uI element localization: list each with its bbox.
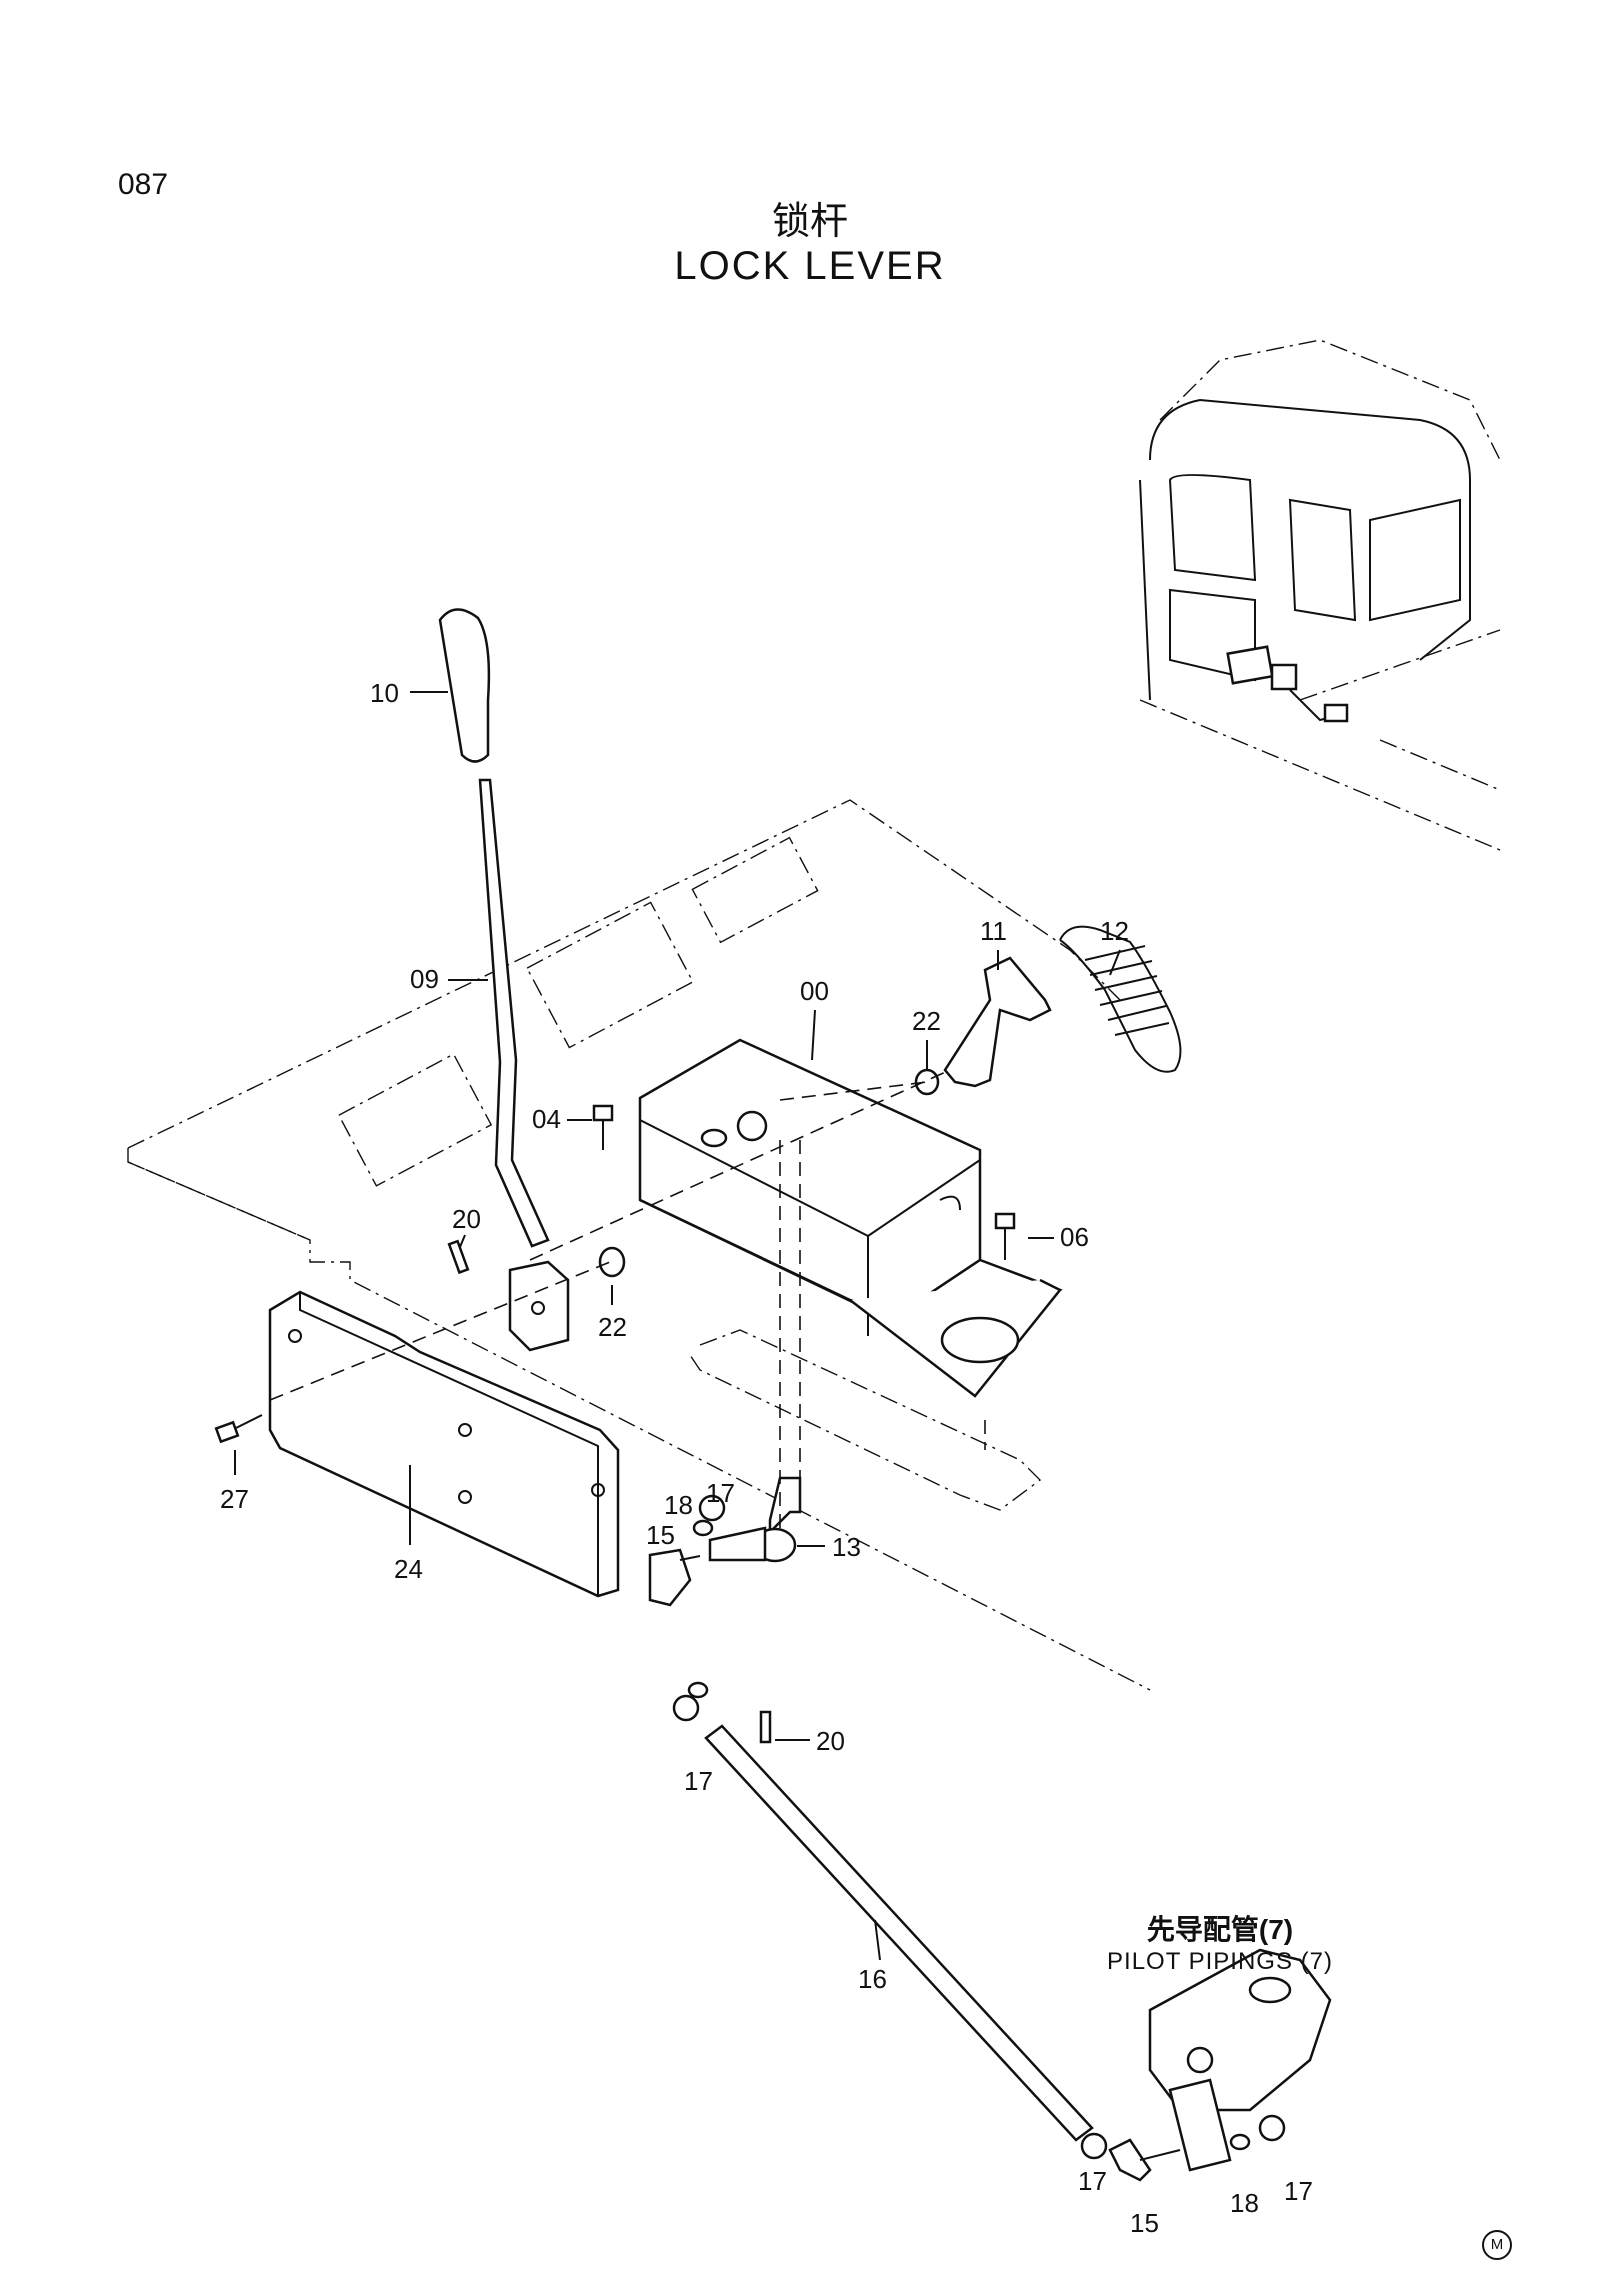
callout-09: 09 bbox=[410, 964, 439, 994]
bushing-22-lower bbox=[598, 1246, 626, 1278]
callout-17-lower-left: 17 bbox=[1078, 2166, 1107, 2196]
callout-22-upper: 22 bbox=[912, 1006, 941, 1036]
callout-20-lower: 20 bbox=[816, 1726, 845, 1756]
assembly-lines bbox=[269, 1069, 986, 1530]
reference-title-english: PILOT PIPINGS (7) bbox=[1107, 1948, 1333, 1975]
m-mark: M bbox=[1482, 2230, 1512, 2260]
callout-18-lower: 18 bbox=[1230, 2188, 1259, 2218]
lever-bracket bbox=[508, 1260, 570, 1352]
floor-plate-outline bbox=[127, 799, 1151, 1691]
title-english: LOCK LEVER bbox=[674, 244, 946, 288]
callout-00: 00 bbox=[800, 976, 829, 1006]
bolt-06 bbox=[994, 1212, 1016, 1260]
callout-15-upper: 15 bbox=[646, 1520, 675, 1550]
crank-13 bbox=[708, 1476, 802, 1563]
cab-inset-illustration bbox=[1139, 339, 1501, 851]
ball-joint-15-lower bbox=[1108, 2138, 1181, 2182]
shaft-11 bbox=[943, 956, 1052, 1088]
callout-24: 24 bbox=[394, 1554, 423, 1584]
pilot-valve-reference bbox=[1148, 1948, 1332, 2172]
lock-box bbox=[638, 1038, 1063, 1398]
title-chinese: 锁杆 bbox=[771, 201, 848, 243]
lever-rod bbox=[478, 778, 550, 1248]
lever-grip bbox=[438, 608, 491, 763]
pin-20-upper bbox=[447, 1239, 470, 1275]
callout-10: 10 bbox=[370, 678, 399, 708]
callout-17-lower-right: 17 bbox=[1284, 2176, 1313, 2206]
callout-22-lower: 22 bbox=[598, 1312, 627, 1342]
cover-plate bbox=[268, 1290, 620, 1598]
ball-joint-15-upper bbox=[648, 1548, 701, 1607]
callout-17-mid: 17 bbox=[684, 1766, 713, 1796]
callout-04: 04 bbox=[532, 1104, 561, 1134]
pin-20-lower bbox=[759, 1710, 772, 1744]
nuts-17-18-lower bbox=[1080, 2114, 1286, 2160]
callout-20-upper: 20 bbox=[452, 1204, 481, 1234]
callout-17-upper: 17 bbox=[706, 1478, 735, 1508]
callout-06: 06 bbox=[1060, 1222, 1089, 1252]
nuts-17-18-upper bbox=[672, 1494, 726, 1722]
bushing-22-upper bbox=[914, 1068, 940, 1096]
leader-lines bbox=[234, 691, 1121, 1961]
callout-15-lower: 15 bbox=[1130, 2208, 1159, 2238]
callout-27: 27 bbox=[220, 1484, 249, 1514]
callout-16: 16 bbox=[858, 1964, 887, 1994]
callout-11: 11 bbox=[980, 916, 1007, 946]
page-number: 087 bbox=[118, 168, 169, 201]
reference-title-chinese: 先导配管(7) bbox=[1146, 1914, 1294, 1945]
rod-16 bbox=[704, 1724, 1094, 2142]
bolt-04 bbox=[592, 1104, 614, 1150]
bolt-27 bbox=[214, 1414, 263, 1444]
callout-13: 13 bbox=[832, 1532, 861, 1562]
callout-12: 12 bbox=[1100, 916, 1129, 946]
callout-18-upper: 18 bbox=[664, 1490, 693, 1520]
spring-12 bbox=[1059, 925, 1182, 1073]
